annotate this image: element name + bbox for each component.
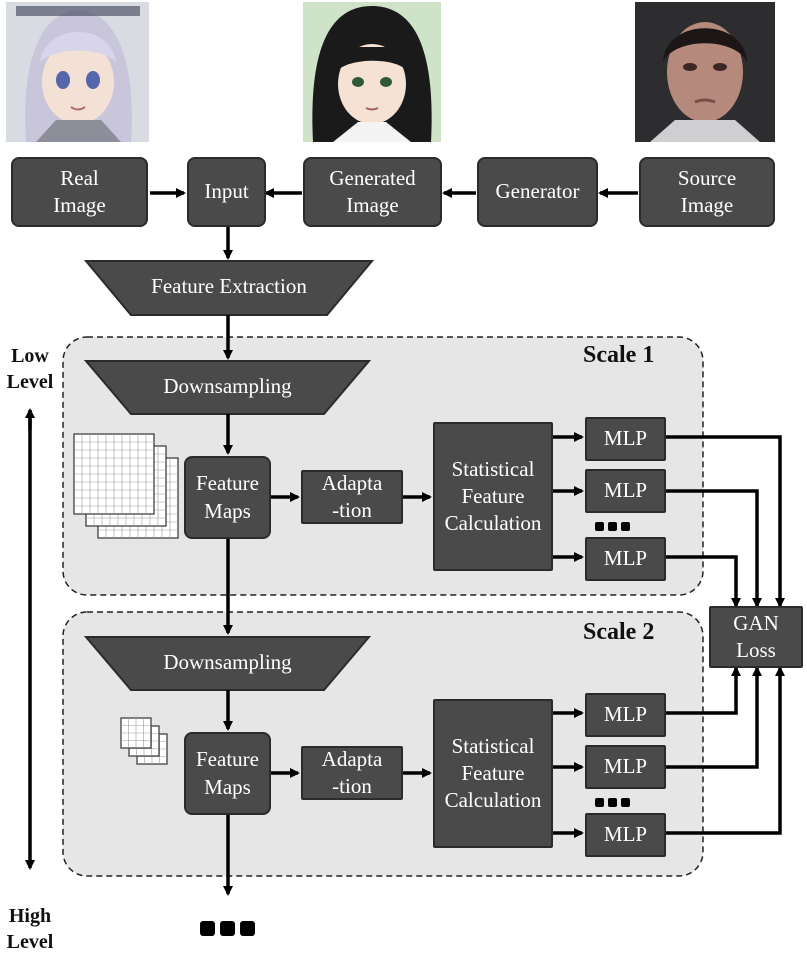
scale-1-feature-maps-box: Feature Maps (184, 456, 271, 539)
scale-1-statistical-box: Statistical Feature Calculation (433, 422, 553, 571)
real-image-box: Real Image (11, 157, 148, 227)
input-box: Input (187, 157, 266, 227)
scale-2-ellipsis (595, 798, 630, 807)
scale-2-mlp-2: MLP (585, 745, 666, 789)
scale-1-mlp-1: MLP (585, 417, 666, 461)
scale-2-mlp-3: MLP (585, 813, 666, 857)
high-level-label: High Level (6, 905, 54, 953)
scale-2-feature-grid-stack (120, 717, 168, 765)
generated-image-box: Generated Image (303, 157, 442, 227)
scale-2-downsampling-label: Downsampling (163, 650, 292, 674)
source-image-photo (635, 2, 775, 142)
scale-1-ellipsis (595, 522, 630, 531)
more-scales-ellipsis (200, 921, 255, 936)
scale-1-mlp-3: MLP (585, 537, 666, 581)
scale-1-adaptation-box: Adapta -tion (301, 470, 403, 524)
generated-image-photo (303, 2, 441, 142)
scale-2-title: Scale 2 (583, 619, 655, 645)
scale-2-adaptation-box: Adapta -tion (301, 746, 403, 800)
source-image-box: Source Image (639, 157, 775, 227)
scale-1-downsampling-label: Downsampling (163, 374, 292, 398)
scale-2-downsampling-trapezoid (83, 636, 372, 691)
feature-extraction-trapezoid (83, 260, 375, 316)
feature-extraction-label: Feature Extraction (151, 274, 307, 298)
scale-2-feature-maps-box: Feature Maps (184, 732, 271, 815)
scale-1-title: Scale 1 (583, 342, 655, 368)
low-level-label: Low Level (6, 345, 54, 393)
scale-2-mlp-1: MLP (585, 693, 666, 737)
generator-box: Generator (477, 157, 598, 227)
scale-2-statistical-box: Statistical Feature Calculation (433, 699, 553, 848)
scale-1-mlp-2: MLP (585, 469, 666, 513)
gan-loss-box: GAN Loss (709, 606, 803, 668)
scale-1-feature-grid-stack (73, 433, 179, 539)
real-image-photo (6, 2, 149, 142)
scale-1-downsampling-trapezoid (83, 360, 372, 415)
